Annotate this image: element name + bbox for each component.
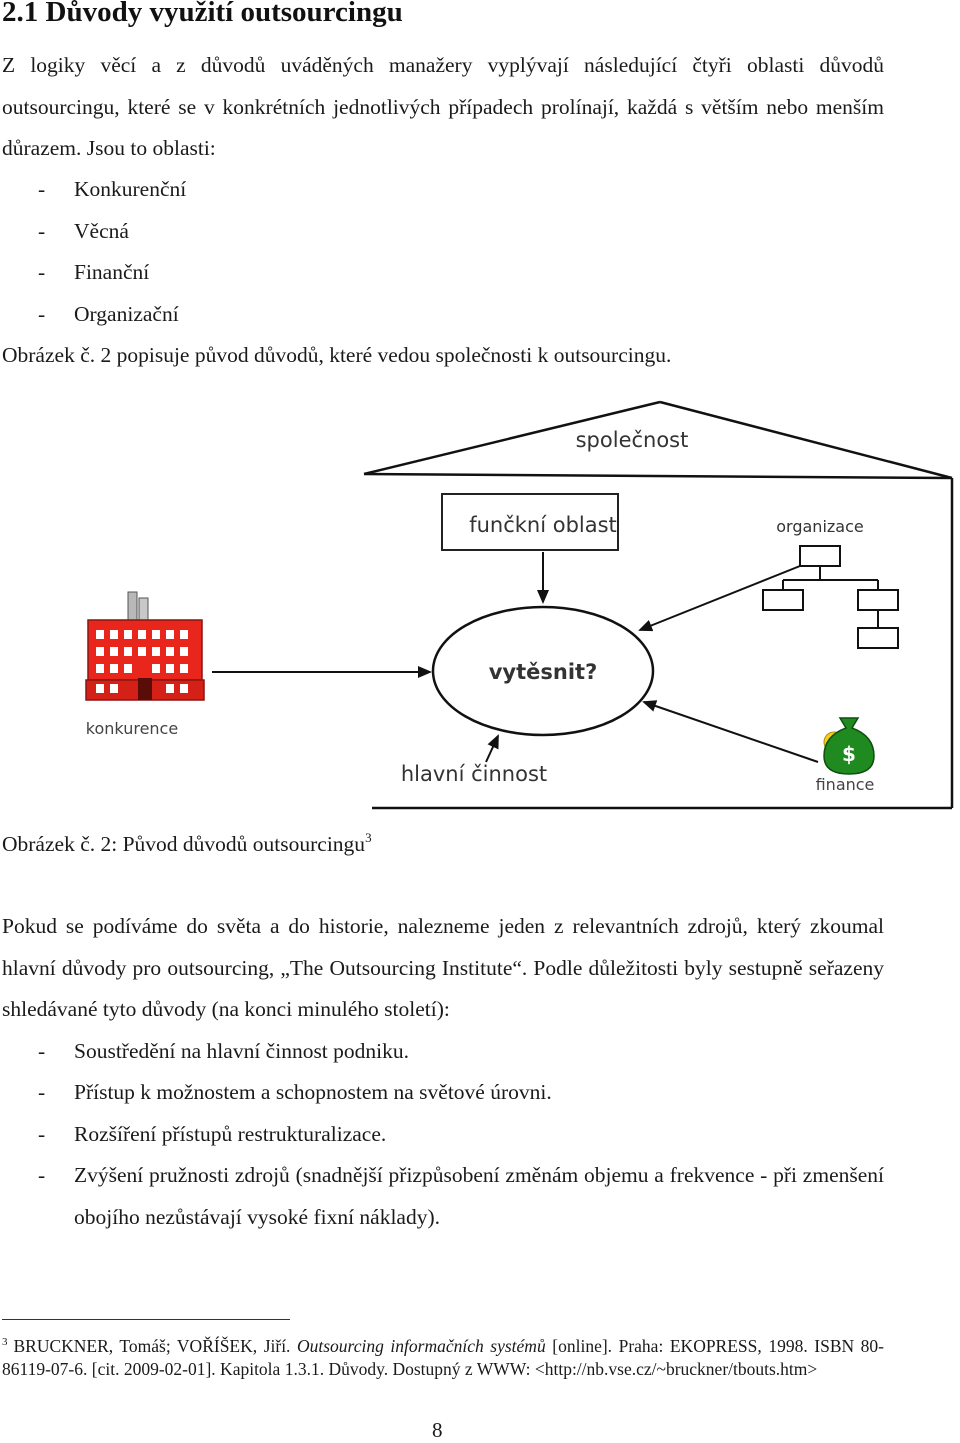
svg-text:$: $ — [842, 742, 856, 766]
bullet-dash: - — [38, 260, 46, 284]
caption-text: Obrázek č. 2: Původ důvodů outsourcingu — [2, 832, 366, 856]
reason-item-1: - Soustředění na hlavní činnost podniku. — [2, 1031, 409, 1073]
center-ellipse — [431, 605, 655, 737]
area-label: Konkurenční — [74, 177, 187, 201]
figure-caption: Obrázek č. 2: Původ důvodů outsourcingu3 — [2, 830, 372, 857]
reason-text: Rozšíření přístupů restrukturalizace. — [74, 1122, 387, 1146]
figure-reference: Obrázek č. 2 popisuje původ důvodů, kter… — [2, 343, 672, 367]
core-activity-label: hlavní činnost — [401, 762, 547, 786]
footnote-reference: 3 — [365, 830, 372, 845]
area-item-1: - Konkurenční — [2, 169, 186, 211]
functional-area-label: funčkní oblast — [469, 513, 617, 537]
area-item-2: - Věcná — [2, 211, 129, 253]
area-label: Věcná — [74, 219, 129, 243]
footnote-authors: BRUCKNER, Tomáš; VOŘÍŠEK, Jiří. — [13, 1336, 291, 1356]
bullet-dash: - — [38, 1163, 46, 1187]
footnote-details: [online]. Praha: EKOPRESS, 1998. ISBN 80… — [2, 1336, 885, 1379]
bullet-dash: - — [38, 1122, 46, 1146]
organization-label: organizace — [776, 517, 863, 536]
diagram-arrows — [212, 552, 819, 763]
paragraph-reasons: Pokud se podíváme do světa a do historie… — [2, 914, 884, 1021]
reason-text: Soustředění na hlavní činnost podniku. — [74, 1039, 410, 1063]
area-label: Organizační — [74, 302, 179, 326]
org-chart-icon — [762, 545, 899, 649]
factory-icon — [85, 591, 205, 701]
footnote: 3 BRUCKNER, Tomáš; VOŘÍŠEK, Jiří. Outsour… — [2, 1331, 884, 1380]
bullet-dash: - — [38, 177, 46, 201]
page-number: 8 — [432, 1418, 443, 1442]
center-label: vytěsnit? — [489, 660, 598, 684]
finance-label: finance — [816, 775, 875, 794]
area-label: Finanční — [74, 260, 150, 284]
area-item-4: - Organizační — [2, 294, 179, 336]
section-heading: 2.1 Důvody využití outsourcingu — [2, 0, 403, 28]
reason-text: Zvýšení pružnosti zdrojů (snadnější přiz… — [74, 1163, 884, 1229]
bullet-dash: - — [38, 1080, 46, 1104]
bullet-dash: - — [38, 219, 46, 243]
footnote-divider — [2, 1319, 290, 1320]
footnote-title: Outsourcing informačních systémů — [297, 1336, 546, 1356]
competition-label: konkurence — [86, 719, 178, 738]
money-bag-icon: $ — [823, 717, 875, 775]
reason-item-2: - Přístup k možnostem a schopnostem na sv… — [2, 1072, 552, 1114]
outsourcing-reasons-diagram: společnost funčkní oblast organizace vyt… — [85, 400, 954, 810]
intro-paragraph: Z logiky věcí a z důvodů uváděných manaž… — [2, 53, 884, 160]
company-label: společnost — [576, 428, 689, 452]
footnote-number: 3 — [2, 1336, 8, 1348]
bullet-dash: - — [38, 1039, 46, 1063]
reason-text: Přístup k možnostem a schopnostem na svě… — [74, 1080, 552, 1104]
area-item-3: - Finanční — [2, 252, 149, 294]
bullet-dash: - — [38, 302, 46, 326]
company-house-outline — [363, 400, 954, 810]
functional-area-box — [441, 493, 619, 551]
reason-item-3: - Rozšíření přístupů restrukturalizace. — [2, 1114, 386, 1156]
reason-item-4: - Zvýšení pružnosti zdrojů (snadnější př… — [2, 1155, 884, 1238]
